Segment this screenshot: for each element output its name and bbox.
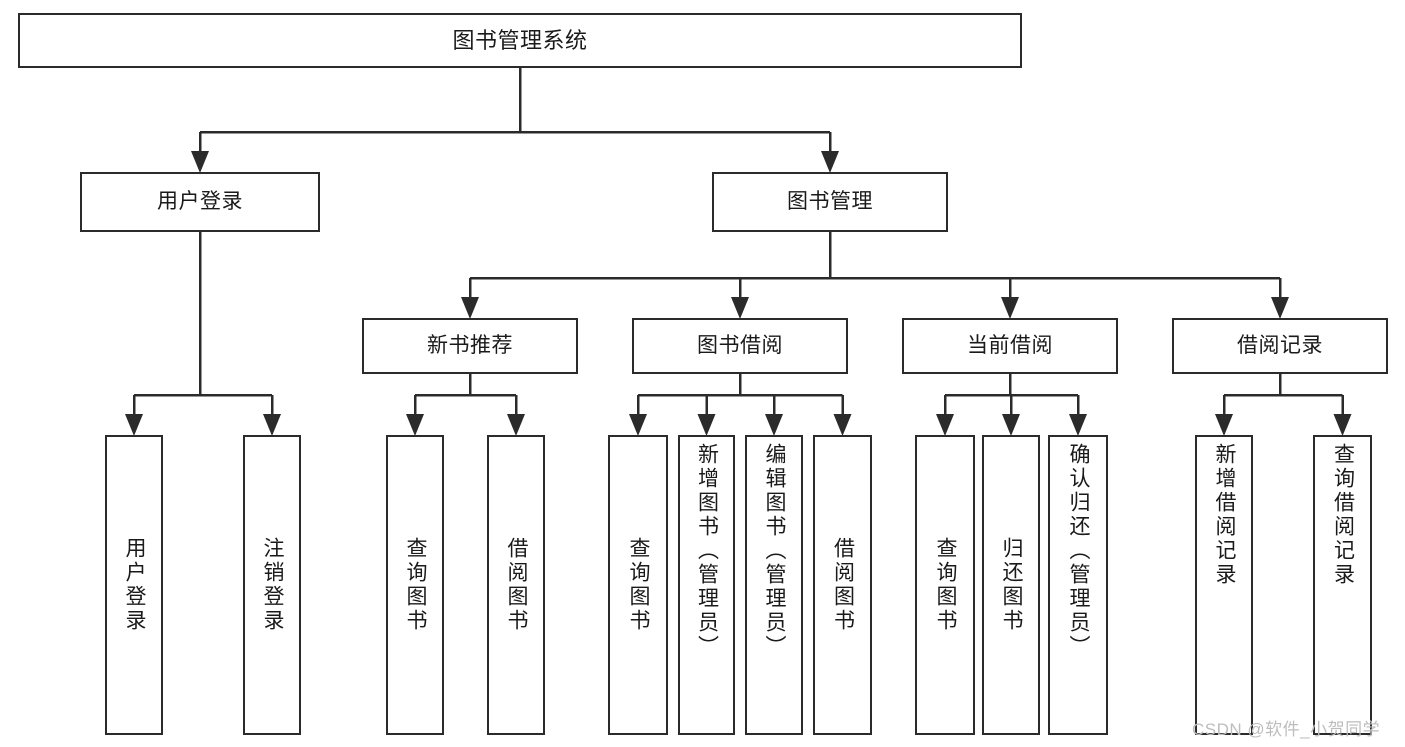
node-l4-edit-book[interactable]: 编辑图书（管理员） xyxy=(745,435,803,735)
node-label: 图书管理系统 xyxy=(452,27,588,53)
node-label: 新书推荐 xyxy=(427,333,513,357)
node-label: 当前借阅 xyxy=(967,333,1053,357)
node-label: 查询借阅记录 xyxy=(1331,443,1355,587)
node-l3-book-borrow[interactable]: 图书借阅 xyxy=(632,318,848,374)
node-l4-query-book-c[interactable]: 查询图书 xyxy=(915,435,975,735)
node-root[interactable]: 图书管理系统 xyxy=(18,13,1022,68)
node-l4-query-record[interactable]: 查询借阅记录 xyxy=(1313,435,1372,735)
node-l4-user-login[interactable]: 用户登录 xyxy=(105,435,163,735)
node-label: 新增图书（管理员） xyxy=(695,443,719,659)
node-l4-borrow-book-a[interactable]: 借阅图书 xyxy=(487,435,545,735)
node-l3-new-book-rec[interactable]: 新书推荐 xyxy=(362,318,578,374)
node-label: 归还图书 xyxy=(1000,537,1024,633)
node-l4-confirm-return[interactable]: 确认归还（管理员） xyxy=(1048,435,1108,735)
node-label: 查询图书 xyxy=(934,537,958,633)
node-label: 图书借阅 xyxy=(697,333,783,357)
node-l3-borrow-record[interactable]: 借阅记录 xyxy=(1172,318,1388,374)
node-l4-add-book[interactable]: 新增图书（管理员） xyxy=(678,435,735,735)
node-label: 借阅图书 xyxy=(505,537,529,633)
node-l4-borrow-book-b[interactable]: 借阅图书 xyxy=(813,435,872,735)
node-label: 查询图书 xyxy=(404,537,428,633)
node-l2-book-manage[interactable]: 图书管理 xyxy=(712,172,948,232)
node-label: 借阅记录 xyxy=(1237,333,1323,357)
node-label: 查询图书 xyxy=(627,537,651,633)
csdn-watermark: CSDN @软件_小贺同学 xyxy=(1192,720,1381,739)
node-label: 借阅图书 xyxy=(831,537,855,633)
node-label: 确认归还（管理员） xyxy=(1067,443,1091,659)
node-label: 用户登录 xyxy=(157,189,243,213)
node-label: 新增借阅记录 xyxy=(1213,443,1237,587)
node-label: 注销登录 xyxy=(261,537,285,633)
node-l4-logout[interactable]: 注销登录 xyxy=(243,435,301,735)
node-l4-query-book-b[interactable]: 查询图书 xyxy=(608,435,668,735)
node-label: 图书管理 xyxy=(787,189,873,213)
node-l4-add-record[interactable]: 新增借阅记录 xyxy=(1195,435,1253,735)
node-l3-current-borrow[interactable]: 当前借阅 xyxy=(902,318,1118,374)
node-l2-user-login[interactable]: 用户登录 xyxy=(80,172,320,232)
node-label: 编辑图书（管理员） xyxy=(763,443,787,659)
node-label: 用户登录 xyxy=(123,537,147,633)
node-l4-query-book-a[interactable]: 查询图书 xyxy=(386,435,444,735)
node-l4-return-book[interactable]: 归还图书 xyxy=(982,435,1040,735)
